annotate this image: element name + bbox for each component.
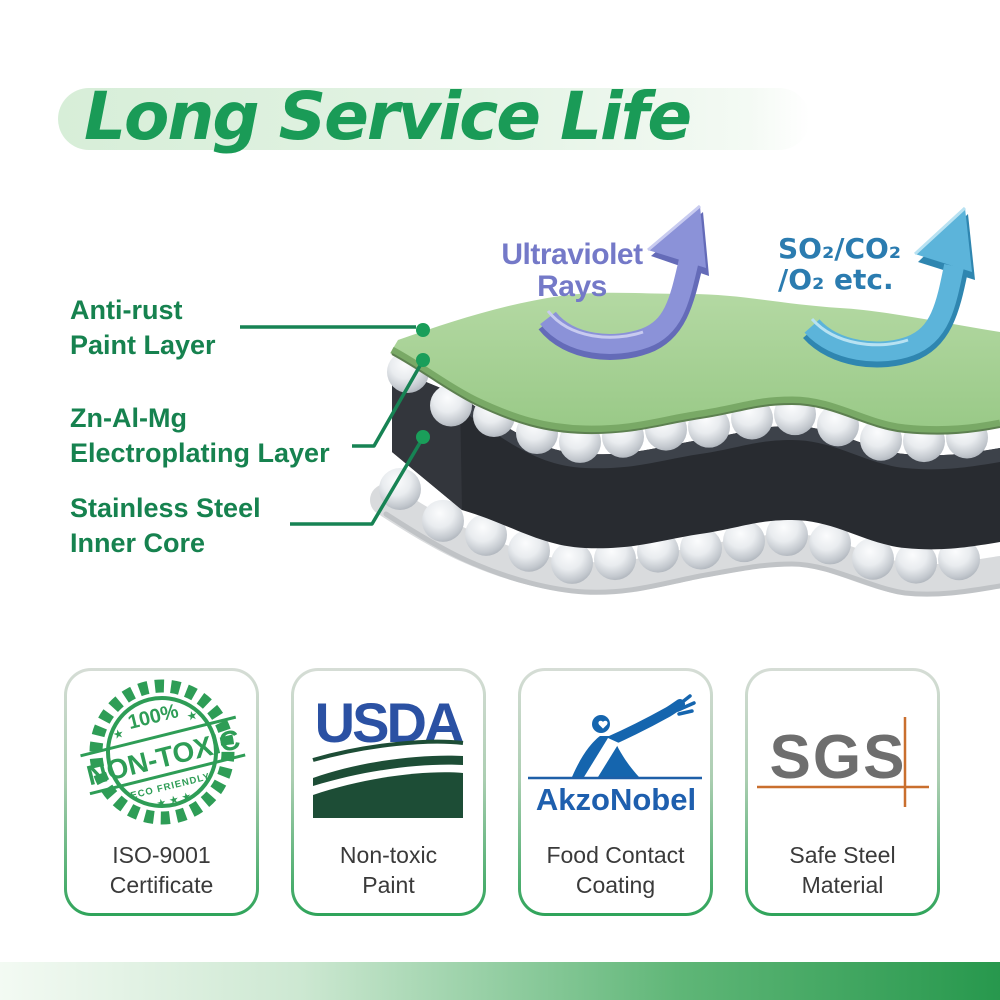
badge-caption: Non-toxic Paint	[340, 840, 437, 900]
caption-line1: Safe Steel	[789, 842, 896, 868]
badge-caption: ISO-9001 Certificate	[110, 840, 214, 900]
badge-row: 100% ★ ★ NON-TOXIC ECO FRIENDLY ★ ★ ★ IS…	[64, 668, 940, 916]
uv-label-line1: Ultraviolet	[501, 238, 643, 271]
gas-label-line1: SO₂/CO₂	[778, 232, 902, 265]
badge-nontoxic: 100% ★ ★ NON-TOXIC ECO FRIENDLY ★ ★ ★ IS…	[64, 668, 259, 916]
badge-usda: USDA Non-toxic Paint	[291, 668, 486, 916]
badge-sgs-inner: SGS Safe Steel Material	[748, 671, 937, 913]
caption-line1: Non-toxic	[339, 842, 438, 868]
akzonobel-logo: AkzoNobel	[521, 671, 710, 840]
title-highlight-bar	[58, 88, 810, 150]
label-line: Electroplating Layer	[70, 438, 330, 468]
badge-caption: Food Contact Coating	[546, 840, 684, 900]
badge-caption: Safe Steel Material	[789, 840, 895, 900]
akzonobel-wordmark: AkzoNobel	[535, 782, 695, 817]
badge-akzonobel: AkzoNobel Food Contact Coating	[518, 668, 713, 916]
badge-sgs: SGS Safe Steel Material	[745, 668, 940, 916]
sgs-logo: SGS	[748, 671, 937, 840]
bottom-accent-bar	[0, 962, 1000, 1000]
caption-line2: Coating	[575, 872, 656, 898]
label-electroplating-layer: Zn-Al-Mg Electroplating Layer	[70, 401, 330, 471]
sgs-wordmark: SGS	[769, 723, 906, 792]
gas-label: SO₂/CO₂ /O₂ etc.	[778, 233, 978, 295]
uv-rays-label: Ultraviolet Rays	[462, 239, 682, 303]
caption-line2: Material	[801, 872, 884, 898]
caption-line1: Food Contact	[546, 842, 685, 868]
caption-line2: Certificate	[109, 872, 214, 898]
gas-arrow-icon	[803, 206, 975, 368]
label-paint-layer: Anti-rust Paint Layer	[70, 293, 216, 363]
star-icon: ★	[185, 708, 199, 724]
badge-nontoxic-inner: 100% ★ ★ NON-TOXIC ECO FRIENDLY ★ ★ ★ IS…	[67, 671, 256, 913]
uv-arrow-icon	[538, 204, 709, 360]
leader-dots	[416, 323, 430, 444]
nontoxic-stamp-icon: 100% ★ ★ NON-TOXIC ECO FRIENDLY ★ ★ ★	[67, 671, 256, 840]
label-line: Anti-rust	[70, 295, 183, 325]
page-title: Long Service Life	[84, 78, 692, 155]
label-line: Stainless Steel	[70, 493, 261, 523]
label-line: Paint Layer	[70, 330, 216, 360]
stamp-middle-text: NON-TOXIC	[83, 723, 242, 791]
label-inner-core: Stainless Steel Inner Core	[70, 491, 261, 561]
ball-row-lower	[379, 467, 980, 584]
label-line: Zn-Al-Mg	[70, 403, 187, 433]
leader-lines	[240, 325, 423, 526]
caption-line2: Paint	[362, 872, 415, 898]
badge-usda-inner: USDA Non-toxic Paint	[294, 671, 483, 913]
star-icon: ★	[111, 726, 125, 742]
badge-akzonobel-inner: AkzoNobel Food Contact Coating	[521, 671, 710, 913]
caption-line1: ISO-9001	[112, 842, 211, 868]
gas-label-line2: /O₂ etc.	[778, 263, 894, 296]
uv-label-line2: Rays	[537, 270, 607, 303]
label-line: Inner Core	[70, 528, 206, 558]
usda-logo: USDA	[294, 671, 483, 840]
